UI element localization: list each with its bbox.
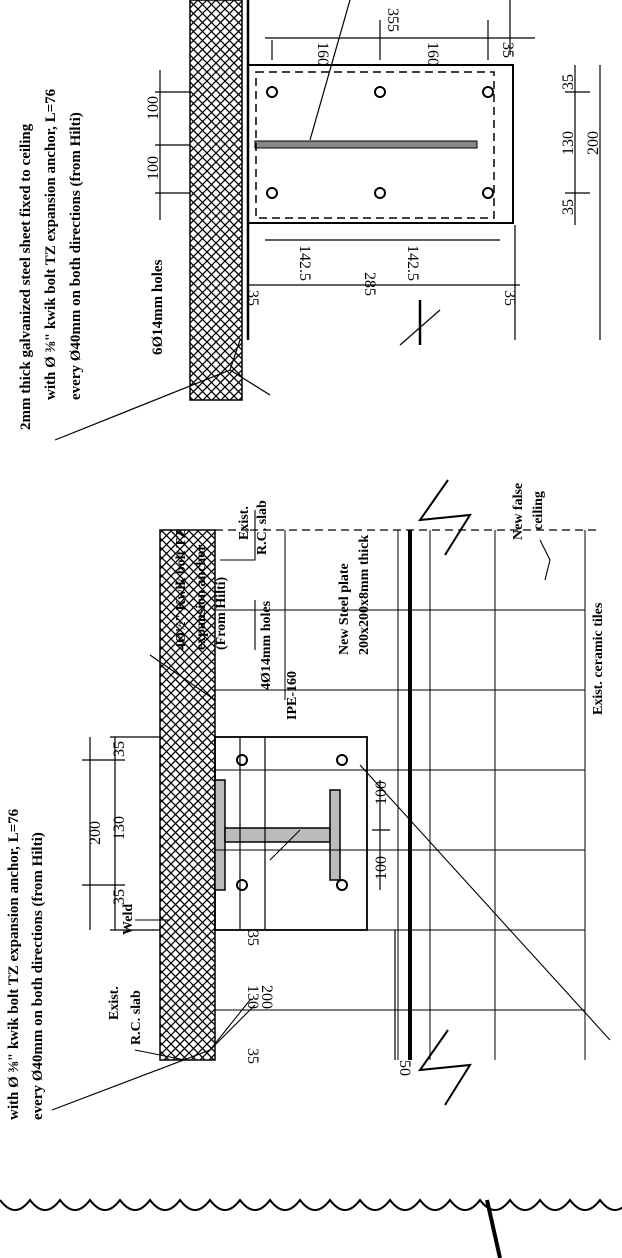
bottom-dim-130-a: 130	[111, 816, 128, 840]
bottom-dim-35-d: 35	[244, 1048, 261, 1064]
bottom-dim-35-b: 35	[111, 889, 128, 905]
bottom-slab-right-a: Exist.	[237, 506, 252, 540]
top-dim-160-a: 160	[314, 42, 331, 66]
bottom-ipe-beam	[214, 779, 341, 891]
top-dimension-lines	[155, 0, 601, 346]
bottom-ipe-label: IPE-160	[285, 671, 300, 720]
top-dim-35-b: 35	[244, 290, 261, 306]
bottom-dimension-lines	[82, 736, 396, 1060]
top-dim-35-c: 35	[560, 74, 577, 90]
top-dim-285: 285	[361, 272, 378, 296]
bottom-kwik-bolt-c: (From Hilti)	[214, 576, 229, 650]
bottom-dim-200-a: 200	[87, 821, 104, 845]
bottom-slab-left-b: R.C. slab	[129, 990, 144, 1045]
bottom-plate-label-b: 200x200x8mm thick	[357, 535, 372, 655]
top-dim-35-a: 35	[499, 42, 516, 58]
top-dim-35-d: 35	[560, 199, 577, 215]
bottom-dim-100-b: 100	[373, 856, 390, 880]
top-slab-hatch	[189, 0, 243, 401]
top-anchor-note-a: with Ø ⅜" kwik bolt TZ expansion anchor,…	[43, 88, 59, 400]
top-dim-130: 130	[560, 131, 577, 155]
bottom-anchor-note-b: every Ø40mm on both directions (from Hil…	[30, 832, 46, 1120]
top-dim-200: 200	[585, 131, 602, 155]
bottom-false-ceiling-b: ceiling	[531, 491, 546, 530]
top-dashed-frame	[255, 71, 495, 219]
bottom-slab-right-b: R.C. slab	[255, 500, 270, 555]
bottom-tiles-label: Exist. ceramic tiles	[591, 602, 606, 715]
bottom-tile-grid	[215, 530, 586, 1060]
top-dim-160-b: 160	[424, 42, 441, 66]
bottom-weld-label: Weld	[121, 904, 136, 935]
top-anchor-note-b: every Ø40mm on both directions (from Hil…	[68, 112, 84, 400]
bottom-detail: with Ø ⅜" kwik bolt TZ expansion anchor,…	[0, 479, 622, 1258]
top-dim-35-e: 35	[501, 290, 518, 306]
top-dim-1425-a: 142.5	[296, 245, 313, 281]
top-dim-100-b: 100	[145, 156, 162, 180]
bottom-slab-left-a: Exist.	[107, 986, 122, 1020]
bottom-holes	[236, 754, 348, 891]
top-detail: 2mm thick galvanized steel sheet fixed t…	[18, 0, 602, 441]
bottom-kwik-bolt-a: 4Ø½" Kwik bolt TZ	[174, 529, 189, 650]
top-steel-plate	[247, 64, 514, 224]
bottom-dim-50: 50	[396, 1060, 413, 1076]
bottom-dim-35-a: 35	[111, 741, 128, 757]
bottom-dim-35-c: 35	[244, 930, 261, 946]
top-holes	[266, 86, 494, 199]
bottom-waves	[0, 1198, 622, 1211]
bottom-dim-200-b: 200	[258, 985, 275, 1009]
bottom-kwik-bolt-b: expansion anchor	[194, 545, 209, 650]
bottom-leaders	[51, 510, 611, 1111]
bottom-anchor-note-a: with Ø ⅜" kwik bolt TZ expansion anchor,…	[6, 808, 22, 1120]
bottom-plate-label-a: New Steel plate	[337, 563, 352, 655]
top-center-bar	[254, 140, 478, 149]
top-holes-note: 6Ø14mm holes	[150, 259, 166, 355]
bottom-dim-100-a: 100	[373, 781, 390, 805]
top-steel-sheet-note: 2mm thick galvanized steel sheet fixed t…	[18, 123, 34, 430]
bottom-holes-note: 4Ø14mm holes	[259, 600, 274, 690]
bottom-dim-130-b: 130	[244, 985, 261, 1009]
top-dim-1425-b: 142.5	[404, 245, 421, 281]
top-dim-355: 355	[384, 8, 401, 32]
bottom-false-ceiling-a: New false	[511, 483, 526, 540]
top-dim-100-a: 100	[145, 96, 162, 120]
